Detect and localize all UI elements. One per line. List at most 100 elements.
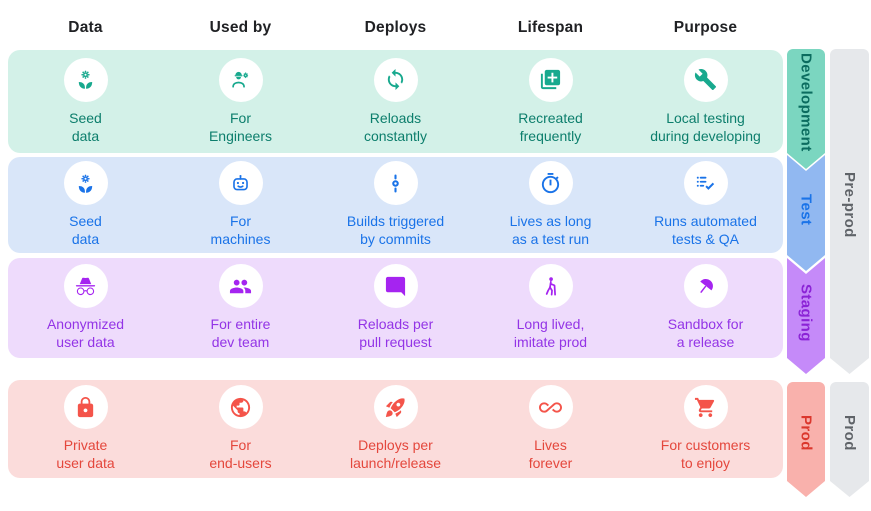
column-header-data: Data (68, 19, 103, 36)
icon-badge (218, 161, 263, 206)
icon-badge (373, 57, 418, 102)
icon-badge (373, 385, 418, 430)
icon-badge (218, 57, 263, 102)
ribbon-test-label: Test (797, 194, 815, 226)
icon-badge (683, 385, 728, 430)
cell-staging-used-by: For entire dev team (163, 264, 318, 352)
cell-label: Local testing during developing (650, 109, 761, 144)
icon-badge (218, 385, 263, 430)
cell-label: For Engineers (208, 109, 273, 144)
cell-development-lifespan: Recreated frequently (473, 57, 628, 146)
cell-test-lifespan: Lives as long as a test run (473, 161, 628, 249)
cell-label: Lives forever (528, 437, 573, 471)
ribbon-staging-label: Staging (797, 284, 815, 342)
timer-icon (541, 172, 560, 193)
cell-label: Anonymized user data (46, 316, 125, 350)
cell-prod-data: Private user data (8, 385, 163, 473)
row-prod: Private user data For end-users Deploys … (8, 380, 783, 478)
cell-label: Seed data (69, 109, 102, 144)
column-header-purpose: Purpose (673, 19, 738, 36)
seed-icon (78, 70, 93, 89)
ribbon-development-label: Development (797, 52, 815, 152)
cell-label: For machines (210, 213, 271, 247)
icon-badge (63, 161, 108, 206)
group-icon (229, 279, 252, 293)
ribbon-prod: Prod (787, 382, 825, 497)
icon-badge (528, 385, 573, 430)
row-test: Seed data For machines (8, 157, 783, 253)
icon-badge (63, 264, 108, 309)
cell-label: Seed data (69, 213, 102, 247)
icon-badge (528, 161, 573, 206)
cell-label: Long lived, imitate prod (513, 316, 588, 350)
ribbon-prod-phase-label: Prod (841, 414, 858, 451)
icon-badge (218, 264, 263, 309)
cell-test-deploys: Builds triggered by commits (318, 161, 473, 249)
cell-label: Private user data (56, 437, 115, 471)
cell-prod-lifespan: Lives forever (473, 385, 628, 473)
cell-label: Lives as long as a test run (509, 213, 592, 247)
rocket-icon (385, 397, 405, 417)
icon-badge (683, 57, 728, 102)
cell-test-used-by: For machines (163, 161, 318, 249)
library-add-icon (540, 70, 561, 90)
cell-test-data: Seed data (8, 161, 163, 249)
icon-badge (373, 161, 418, 206)
globe-icon (230, 397, 251, 417)
cell-development-deploys: Reloads constantly (318, 57, 473, 146)
column-headers: Data Used by Deploys Lifespan Purpose (8, 0, 783, 50)
cell-label: For customers to enjoy (660, 437, 751, 471)
cell-label: Reloads constantly (363, 109, 428, 144)
commit-icon (392, 174, 399, 193)
icon-badge (683, 264, 728, 309)
column-header-deploys: Deploys (364, 19, 427, 36)
column-header-lifespan: Lifespan (517, 19, 584, 36)
icon-badge (683, 161, 728, 206)
cell-label: Reloads per pull request (357, 316, 434, 350)
cell-label: Recreated frequently (518, 109, 583, 144)
cell-staging-lifespan: Long lived, imitate prod (473, 264, 628, 352)
ribbon-prod-phase: Prod (830, 382, 869, 497)
seed-icon (78, 174, 93, 193)
sync-icon (387, 69, 404, 91)
cell-development-used-by: For Engineers (163, 57, 318, 146)
cell-label: Runs automated tests & QA (654, 213, 757, 247)
cell-label: For end-users (209, 437, 272, 471)
cell-label: Sandbox for a release (667, 316, 744, 350)
ribbon-pre-prod-label: Pre-prod (841, 171, 858, 238)
wrench-icon (694, 69, 717, 91)
umbrella-icon (700, 278, 713, 293)
cell-staging-purpose: Sandbox for a release (628, 264, 783, 352)
icon-badge (528, 264, 573, 309)
robot-icon (233, 174, 248, 190)
checklist-icon (696, 176, 715, 190)
cell-staging-deploys: Reloads per pull request (318, 264, 473, 352)
cell-development-purpose: Local testing during developing (628, 57, 783, 146)
ribbon-test: Test (787, 155, 825, 271)
cell-staging-data: Anonymized user data (8, 264, 163, 352)
column-header-used-by: Used by (209, 19, 272, 36)
cell-development-data: Seed data (8, 57, 163, 146)
infinity-icon (539, 401, 562, 413)
incognito-icon (75, 277, 96, 295)
ribbon-pre-prod-phase: Pre-prod (830, 49, 869, 374)
lock-icon (77, 396, 94, 417)
cell-prod-deploys: Deploys per launch/release (318, 385, 473, 473)
cell-label: Deploys per launch/release (349, 437, 442, 471)
ribbon-staging: Staging (787, 258, 825, 374)
icon-badge (63, 57, 108, 102)
cell-prod-purpose: For customers to enjoy (628, 385, 783, 473)
icon-badge (373, 264, 418, 309)
elderly-icon (545, 276, 556, 296)
chat-icon (385, 276, 406, 296)
cell-prod-used-by: For end-users (163, 385, 318, 473)
cart-icon (694, 397, 715, 417)
cell-label: Builds triggered by commits (346, 213, 445, 247)
cell-label: For entire dev team (210, 316, 271, 350)
icon-badge (63, 385, 108, 430)
cell-test-purpose: Runs automated tests & QA (628, 161, 783, 249)
ribbon-prod-label: Prod (797, 414, 815, 451)
row-staging: Anonymized user data For entire dev team… (8, 258, 783, 358)
engineer-icon (232, 72, 249, 88)
